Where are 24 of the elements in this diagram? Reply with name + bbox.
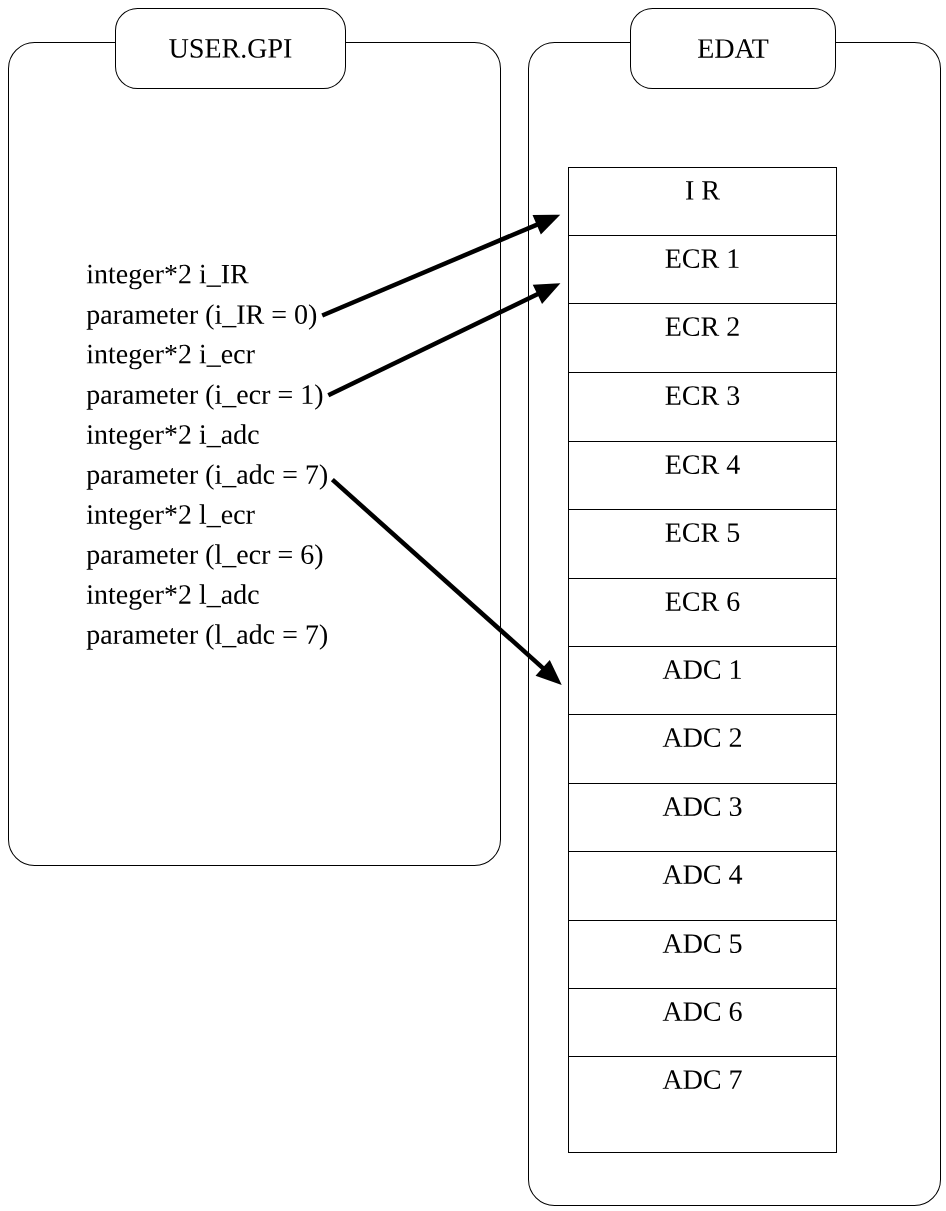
table-cell: ECR 2 — [568, 303, 837, 373]
table-cell: ECR 4 — [568, 441, 837, 510]
code-line: parameter (l_adc = 7) — [86, 624, 327, 650]
code-line: parameter (i_ecr = 1) — [86, 384, 323, 410]
table-cell: ADC 7 — [568, 1056, 837, 1153]
code-line: integer*2 i_IR — [86, 264, 249, 290]
table-cell: ADC 5 — [568, 920, 837, 989]
table-cell: ECR 6 — [568, 578, 837, 647]
table-cell: ADC 6 — [568, 988, 837, 1057]
code-line: integer*2 i_ecr — [86, 344, 255, 370]
table-cell: ECR 3 — [568, 372, 837, 442]
code-line: parameter (i_IR = 0) — [86, 304, 317, 330]
table-cell: I R — [568, 167, 837, 236]
code-line: integer*2 l_adc — [86, 584, 259, 610]
table-cell: ECR 5 — [568, 509, 837, 579]
table-cell: ADC 4 — [568, 851, 837, 921]
table-cell: ECR 1 — [568, 235, 837, 304]
table-cell: ADC 3 — [568, 783, 837, 852]
code-line: integer*2 l_ecr — [86, 504, 255, 530]
table-cell: ADC 2 — [568, 714, 837, 784]
table-cell: ADC 1 — [568, 646, 837, 715]
code-line: parameter (i_adc = 7) — [86, 464, 327, 490]
code-line: parameter (l_ecr = 6) — [86, 544, 323, 570]
code-line: integer*2 i_adc — [86, 424, 259, 450]
